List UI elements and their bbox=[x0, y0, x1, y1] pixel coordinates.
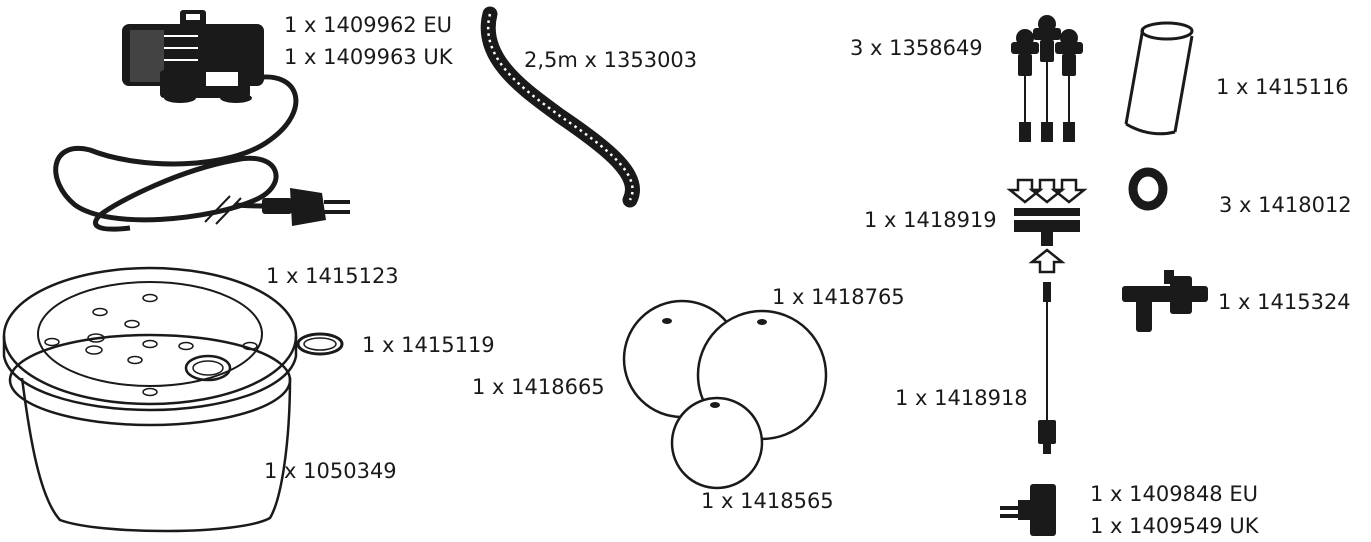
o-ring-icon bbox=[1128, 167, 1168, 211]
t-connector-icon bbox=[1122, 270, 1208, 332]
ball-illustrations bbox=[622, 299, 828, 490]
distributor-label: 1 x 1418919 bbox=[864, 208, 997, 232]
tube-label: 1 x 1415116 bbox=[1216, 75, 1349, 99]
transformer-uk-label: 1 x 1409549 UK bbox=[1090, 514, 1259, 538]
up-arrow-icon bbox=[1028, 248, 1066, 274]
pump-illustration bbox=[122, 10, 264, 103]
tube-illustration bbox=[1124, 21, 1194, 136]
transformer-icon bbox=[1000, 484, 1056, 536]
down-arrow-icons bbox=[1006, 178, 1088, 204]
transformer-eu-label: 1 x 1409848 EU bbox=[1090, 482, 1258, 506]
o-ring-label: 3 x 1418012 bbox=[1219, 193, 1352, 217]
ball-medium-label: 1 x 1418665 bbox=[472, 375, 605, 399]
pump-uk-label: 1 x 1409963 UK bbox=[284, 45, 453, 69]
led-spots-label: 3 x 1358649 bbox=[850, 36, 983, 60]
seal-ring-label: 1 x 1415119 bbox=[362, 333, 495, 357]
plug-icon bbox=[262, 188, 350, 226]
ball-large-label: 1 x 1418765 bbox=[772, 285, 905, 309]
basin-illustration bbox=[2, 266, 298, 533]
cable-label: 1 x 1418918 bbox=[895, 386, 1028, 410]
pump-eu-label: 1 x 1409962 EU bbox=[284, 13, 452, 37]
hose-illustration bbox=[480, 6, 640, 208]
hose-label: 2,5m x 1353003 bbox=[524, 48, 698, 72]
pump-cable bbox=[53, 74, 299, 232]
ball-small-label: 1 x 1418565 bbox=[701, 489, 834, 513]
basin-lid-label: 1 x 1415123 bbox=[266, 264, 399, 288]
led-spot-icons bbox=[1011, 15, 1083, 142]
t-connector-label: 1 x 1415324 bbox=[1218, 290, 1351, 314]
distributor-illustration bbox=[1014, 208, 1080, 246]
seal-ring-icon bbox=[296, 332, 344, 356]
basin-label: 1 x 1050349 bbox=[264, 459, 397, 483]
cable-illustration bbox=[1038, 282, 1056, 454]
